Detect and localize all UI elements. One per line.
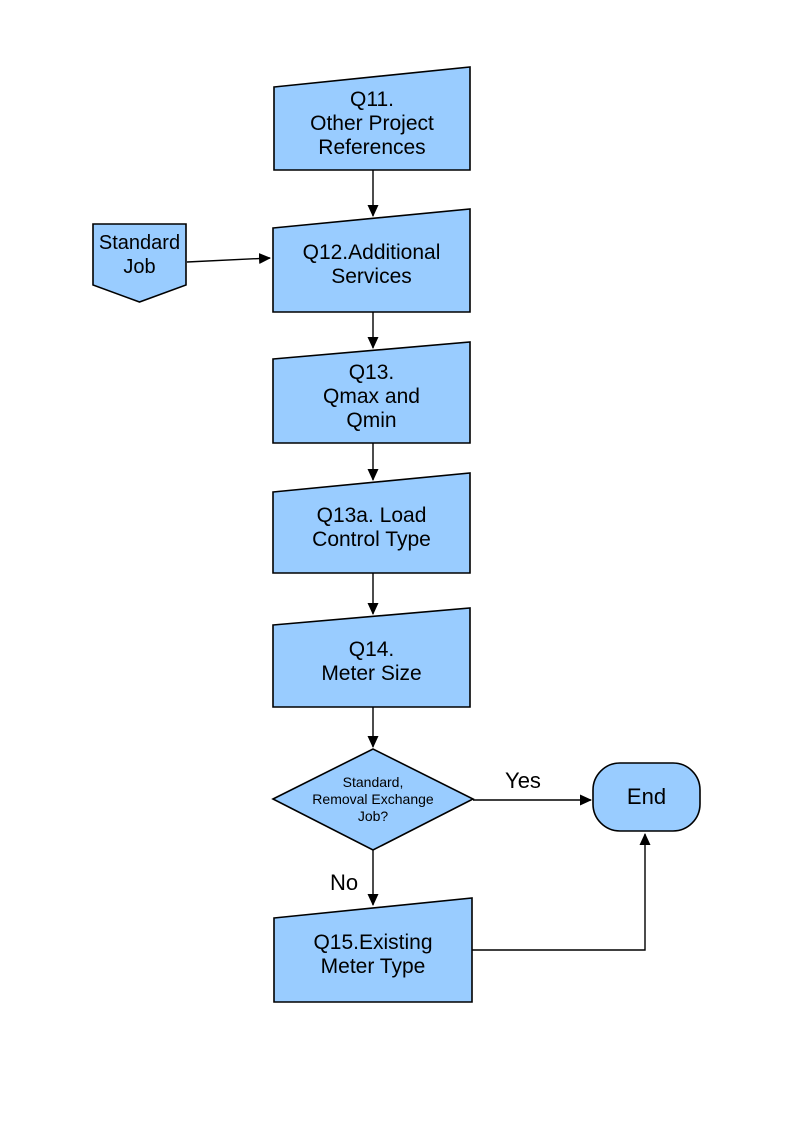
edge-standardjob-q12 [186, 253, 271, 265]
decision-shape [271, 748, 475, 851]
q14-shape [272, 607, 471, 708]
q13-shape [272, 341, 471, 444]
end-shape [592, 762, 701, 832]
q12-shape [272, 208, 471, 313]
q13a-shape [272, 472, 471, 574]
q15-shape [273, 897, 473, 1003]
standard-job-shape [92, 223, 187, 303]
edge-q15-end [472, 833, 651, 951]
q11-shape [273, 66, 471, 171]
